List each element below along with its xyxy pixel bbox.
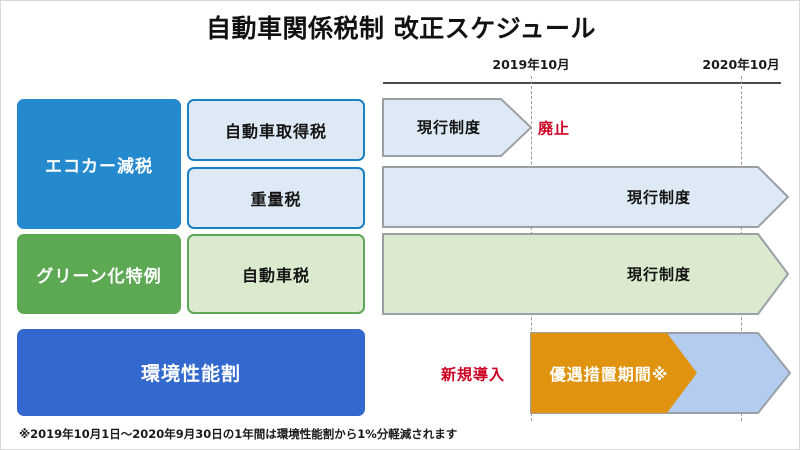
page-title: 自動車関係税制 改正スケジュール (206, 14, 596, 43)
category-block-environmental-performance[interactable]: 環境性能割 (17, 329, 365, 416)
timeline-gridline-2019-10 (531, 76, 532, 421)
category-block-eco-car-tax-reduction[interactable]: エコカー減税 (17, 99, 181, 229)
annotation-newly-introduced: 新規導入 (441, 365, 506, 384)
tax-card-label: 自動車取得税 (224, 122, 327, 141)
category-label: グリーン化特例 (36, 266, 162, 287)
tax-card-label: 重量税 (250, 190, 302, 209)
tax-card-acquisition-tax[interactable]: 自動車取得税 (187, 99, 365, 161)
timeline-marker-label-2020-10: 2020年10月 (702, 57, 780, 72)
tax-card-label: 自動車税 (241, 266, 310, 285)
category-label: 環境性能割 (140, 363, 241, 385)
timeline-axis (383, 82, 781, 84)
timeline-bar-label-automobile-tax: 現行制度 (626, 265, 692, 284)
category-block-green-special[interactable]: グリーン化特例 (17, 234, 181, 314)
timeline-bar-label-weight-tax: 現行制度 (626, 188, 692, 207)
footnote-text: ※2019年10月1日～2020年9月30日の1年間は環境性能割から1%分軽減さ… (19, 427, 458, 441)
annotation-abolished: 廃止 (538, 119, 571, 138)
tax-card-weight-tax[interactable]: 重量税 (187, 167, 365, 229)
timeline-bar-label-acquisition-tax: 現行制度 (416, 118, 482, 137)
category-label: エコカー減税 (45, 156, 153, 177)
timeline-bar-label-preferential-period: 優遇措置期間※ (549, 365, 669, 384)
timeline-marker-label-2019-10: 2019年10月 (492, 57, 570, 72)
timeline-gridline-2020-10 (741, 76, 742, 421)
tax-card-automobile-tax[interactable]: 自動車税 (187, 234, 365, 314)
timeline-bar-automobile-tax[interactable] (382, 233, 790, 315)
timeline-bar-weight-tax[interactable] (382, 166, 790, 228)
